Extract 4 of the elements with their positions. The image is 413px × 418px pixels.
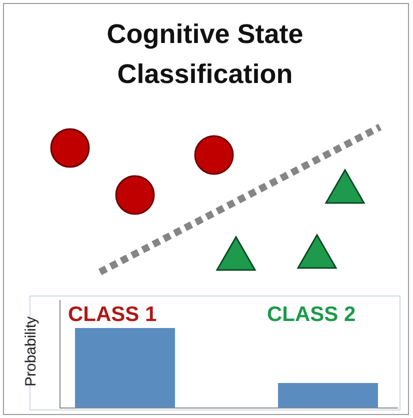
class-label: CLASS 2 [267,303,356,327]
class-label: CLASS 1 [68,303,157,327]
title: Cognitive State Classification [106,18,304,91]
axis-label: Probability [22,316,40,387]
